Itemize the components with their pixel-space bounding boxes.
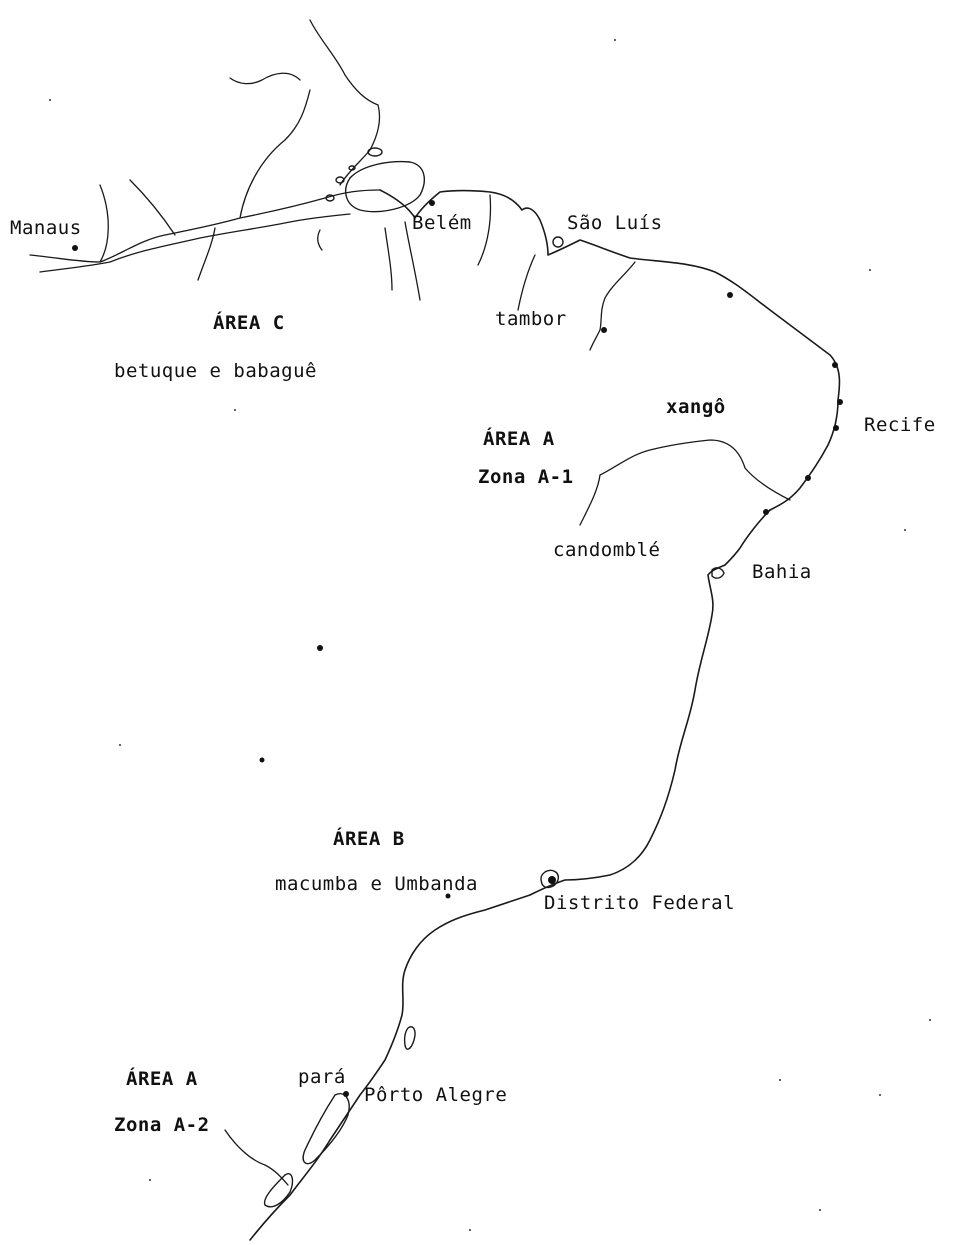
area-c-title: ÁREA C bbox=[213, 312, 285, 334]
small-island-4 bbox=[348, 165, 356, 171]
lagoa-dos-patos bbox=[302, 1093, 350, 1165]
small-island-1 bbox=[367, 147, 383, 157]
north-coastline bbox=[379, 189, 841, 511]
city-label-belem: Belém bbox=[412, 212, 472, 234]
speck bbox=[469, 1229, 471, 1231]
city-label-porto-alegre: Pôrto Alegre bbox=[364, 1084, 508, 1106]
northern-tributary-2 bbox=[239, 89, 311, 219]
amapa-coast bbox=[309, 19, 381, 186]
northern-tributary-1 bbox=[129, 179, 176, 236]
speck bbox=[879, 1094, 881, 1096]
cult-label-tambor: tambor bbox=[495, 308, 567, 330]
speck bbox=[819, 1209, 821, 1211]
area-a-south-zone: Zona A-2 bbox=[114, 1114, 210, 1136]
tocantins-river bbox=[404, 221, 421, 301]
umbanda-dot bbox=[445, 893, 451, 899]
speck bbox=[149, 1179, 151, 1181]
area-b-title: ÁREA B bbox=[333, 828, 405, 850]
speck bbox=[904, 529, 906, 531]
coast-dot-2 bbox=[832, 362, 838, 368]
area-a-north-zone: Zona A-1 bbox=[478, 466, 574, 488]
small-island-2 bbox=[335, 176, 345, 184]
speck bbox=[929, 1019, 931, 1021]
southern-tributary-1 bbox=[197, 227, 216, 281]
speck bbox=[49, 99, 51, 101]
city-label-sao-luis: São Luís bbox=[567, 212, 663, 234]
speck bbox=[119, 744, 121, 746]
interior-dot-1 bbox=[317, 645, 323, 651]
speck bbox=[614, 39, 616, 41]
parnaiba-river bbox=[589, 261, 636, 351]
coast-dot-3 bbox=[837, 399, 843, 405]
northern-tributary-3 bbox=[229, 72, 301, 85]
amazon-river bbox=[29, 189, 381, 263]
manaus-dot bbox=[72, 245, 78, 251]
speck bbox=[869, 269, 871, 271]
bahia-dot bbox=[763, 509, 769, 515]
cult-label-xango: xangô bbox=[666, 396, 726, 418]
area-a-south-title: ÁREA A bbox=[126, 1068, 198, 1090]
area-a-north-title: ÁREA A bbox=[483, 428, 555, 450]
southern-river bbox=[224, 1129, 289, 1186]
small-island-5 bbox=[552, 236, 564, 248]
cult-label-para: pará bbox=[298, 1066, 346, 1088]
area-c-cults: betuque e babaguê bbox=[114, 360, 317, 382]
sao-francisco-river bbox=[579, 439, 791, 526]
tambor-dot bbox=[601, 327, 607, 333]
lagoa-mirim bbox=[263, 1173, 294, 1208]
marajo-island bbox=[344, 160, 426, 213]
eastern-river-1 bbox=[477, 194, 492, 266]
belem-dot bbox=[429, 200, 435, 206]
speck bbox=[234, 409, 236, 411]
rio-negro bbox=[99, 184, 109, 263]
southern-tributary-2 bbox=[317, 229, 323, 251]
city-label-manaus: Manaus bbox=[10, 217, 82, 239]
southern-tributary-3 bbox=[384, 227, 393, 291]
bahia-inlet bbox=[711, 567, 725, 579]
porto-alegre-dot bbox=[343, 1091, 349, 1097]
coast-dot-1 bbox=[727, 292, 733, 298]
east-coastline bbox=[249, 509, 771, 1241]
amazon-river-south-channel bbox=[39, 213, 351, 273]
interior-dot-2 bbox=[259, 757, 265, 763]
recife-dot bbox=[833, 425, 839, 431]
small-island-3 bbox=[325, 194, 335, 202]
cult-label-candomble: candomblé bbox=[553, 539, 661, 561]
area-b-cults: macumba e Umbanda bbox=[275, 873, 478, 895]
coastal-lake bbox=[403, 1026, 416, 1050]
city-label-distrito-federal: Distrito Federal bbox=[544, 892, 736, 914]
city-label-bahia: Bahia bbox=[752, 561, 812, 583]
coast-dot-4 bbox=[805, 475, 811, 481]
city-label-recife: Recife bbox=[864, 414, 936, 436]
guanabara-bay bbox=[540, 869, 559, 889]
distrito-federal-dot bbox=[548, 876, 556, 884]
eastern-river-2 bbox=[517, 254, 536, 311]
speck bbox=[779, 1079, 781, 1081]
